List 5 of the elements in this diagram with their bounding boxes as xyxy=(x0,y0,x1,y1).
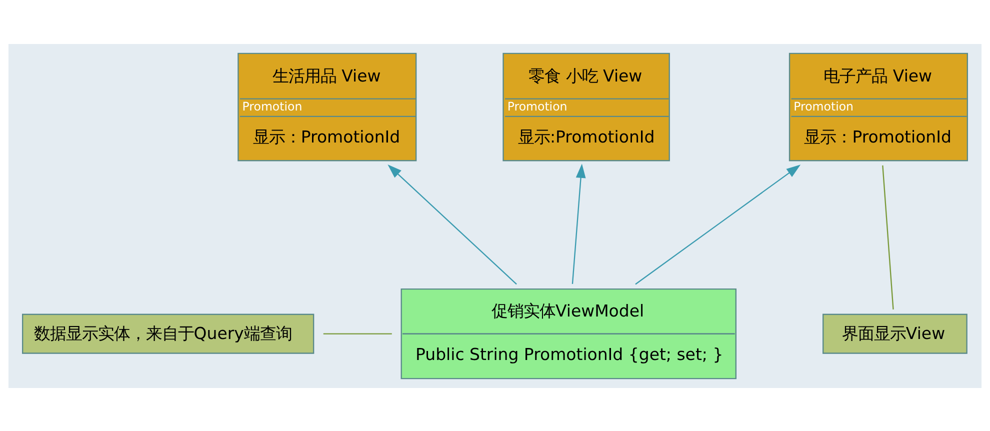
connector xyxy=(323,332,392,334)
connector xyxy=(882,164,894,309)
arrow xyxy=(388,164,517,284)
arrow xyxy=(572,163,586,284)
arrow xyxy=(635,164,801,284)
